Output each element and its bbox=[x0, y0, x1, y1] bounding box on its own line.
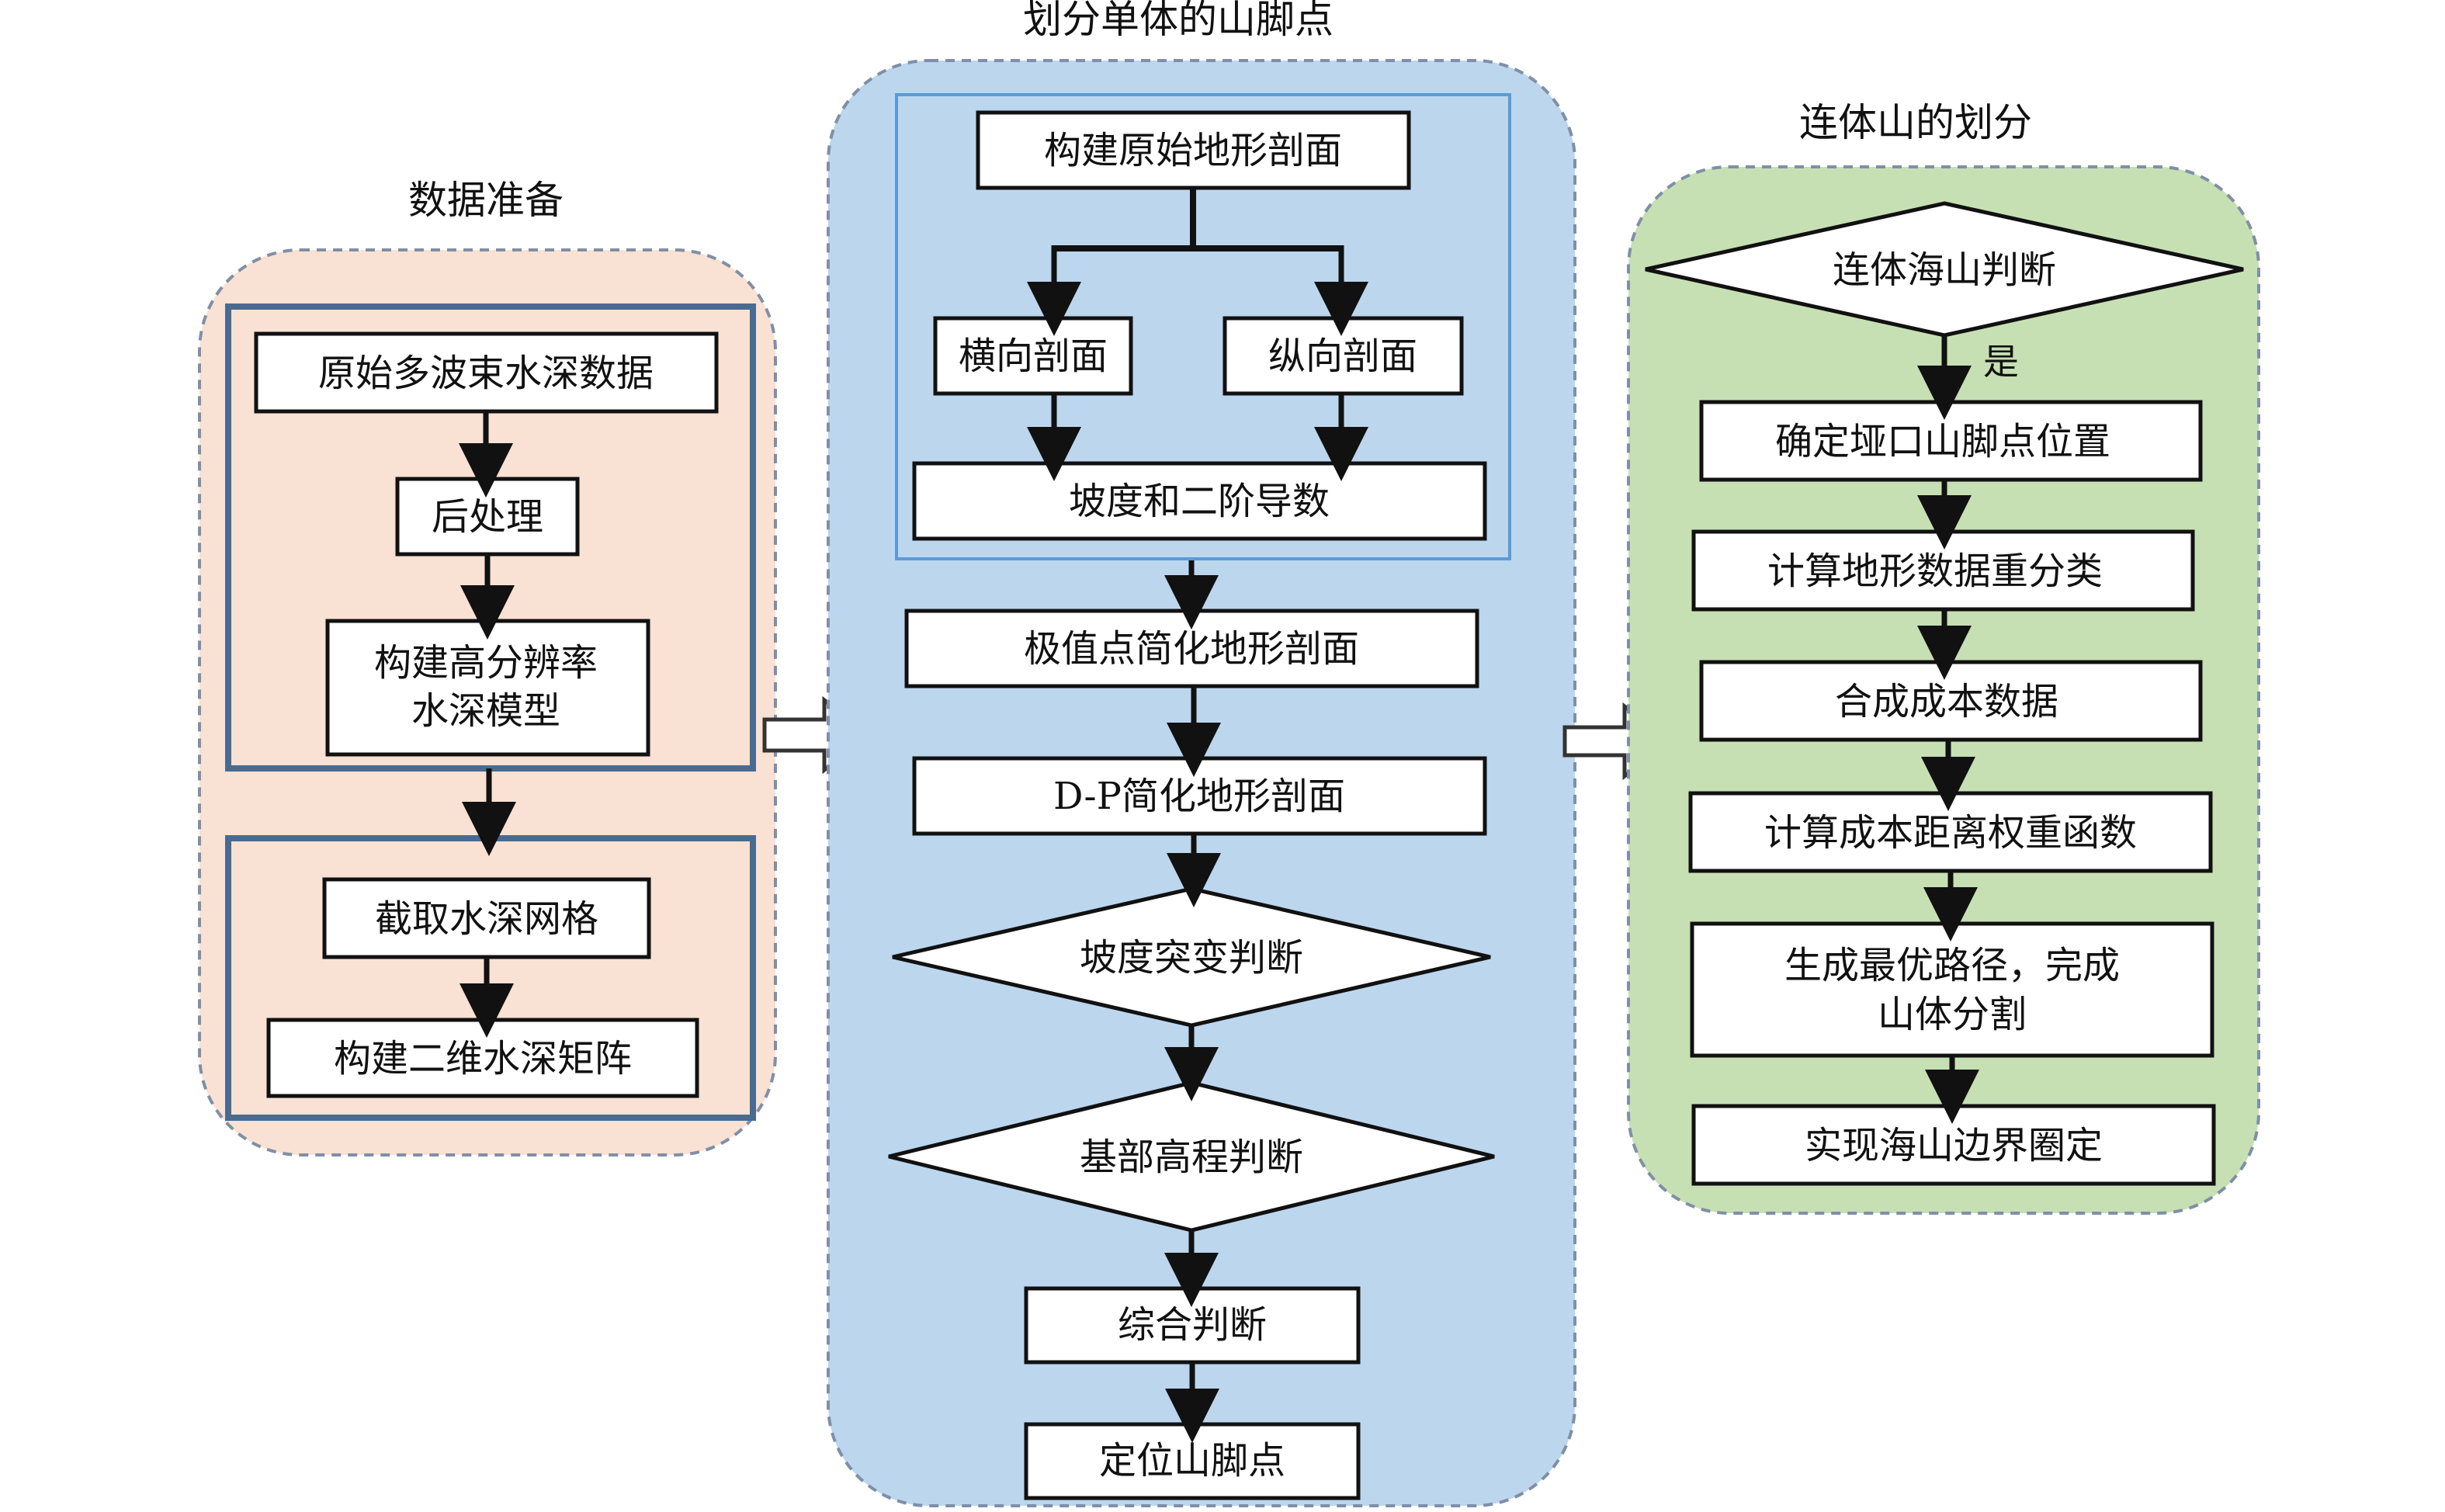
node-delineate-boundary-label: 实现海山边界圈定 bbox=[1805, 1124, 2103, 1167]
node-clip-grid-label: 截取水深网格 bbox=[375, 897, 598, 941]
node-optimal-path-line2: 山体分割 bbox=[1878, 993, 2027, 1036]
node-transverse-profile-label: 横向剖面 bbox=[959, 335, 1108, 378]
node-dp-simplify-label: D-P简化地形剖面 bbox=[1053, 775, 1345, 818]
panel-single-mount-title: 划分单体的山脚点 bbox=[1023, 0, 1333, 42]
node-clip-grid bbox=[322, 877, 651, 959]
panel-connected-mount: 连体山的划分 连体海山判断 是 确定垭口山脚点位置 计算地形数据重分类 合成成本… bbox=[1627, 100, 2260, 1215]
node-optimal-path bbox=[1690, 921, 2214, 1058]
node-postprocess-label: 后处理 bbox=[432, 495, 543, 539]
node-build-2d-matrix-label: 构建二维水深矩阵 bbox=[334, 1037, 632, 1080]
node-synthesize-cost-label: 合成成本数据 bbox=[1835, 680, 2058, 723]
node-locate-foot-point-label: 定位山脚点 bbox=[1099, 1439, 1285, 1483]
node-build-hires-model-line2: 水深模型 bbox=[411, 689, 560, 733]
node-extreme-simplify bbox=[904, 609, 1479, 688]
panel-connected-mount-title: 连体山的划分 bbox=[1799, 100, 2032, 145]
node-reclassify-label: 计算地形数据重分类 bbox=[1767, 550, 2103, 593]
node-build-2d-matrix bbox=[266, 1018, 699, 1098]
node-slope-derivative bbox=[912, 461, 1487, 541]
panel-single-mount: 划分单体的山脚点 构建原始地形剖面 横向剖面 纵向剖面 坡度和二阶导数 极值点简… bbox=[827, 0, 1576, 1507]
node-connected-seamount-decision-label: 连体海山判断 bbox=[1833, 248, 2056, 292]
node-optimal-path-line1: 生成最优路径，完成 bbox=[1784, 944, 2120, 987]
panel-data-prep-title: 数据准备 bbox=[408, 178, 564, 223]
node-slope-derivative-label: 坡度和二阶导数 bbox=[1069, 480, 1330, 523]
node-raw-multibeam-label: 原始多波束水深数据 bbox=[318, 352, 654, 395]
node-cost-distance-label: 计算成本距离权重函数 bbox=[1764, 811, 2137, 855]
node-longitudinal-profile-label: 纵向剖面 bbox=[1268, 335, 1417, 378]
profile-inner-frame bbox=[895, 93, 1511, 560]
panel-data-prep: 数据准备 原始多波束水深数据 后处理 构建高分辨率 水深模型 截取水深网格 构建… bbox=[198, 178, 777, 1157]
node-raw-multibeam bbox=[254, 331, 719, 414]
node-build-hires-model bbox=[325, 619, 650, 757]
node-combined-decision-label: 综合判断 bbox=[1118, 1303, 1267, 1347]
edge-label-yes: 是 bbox=[1983, 341, 2019, 383]
node-build-hires-model-line1: 构建高分辨率 bbox=[374, 641, 598, 685]
node-build-raw-profile-label: 构建原始地形剖面 bbox=[1044, 129, 1342, 172]
node-base-elevation-decision-label: 基部高程判断 bbox=[1080, 1136, 1303, 1179]
node-extreme-simplify-label: 极值点简化地形剖面 bbox=[1024, 627, 1359, 671]
node-slope-change-decision-label: 坡度突变判断 bbox=[1080, 936, 1303, 980]
node-determine-col-foot-label: 确定垭口山脚点位置 bbox=[1775, 420, 2110, 463]
